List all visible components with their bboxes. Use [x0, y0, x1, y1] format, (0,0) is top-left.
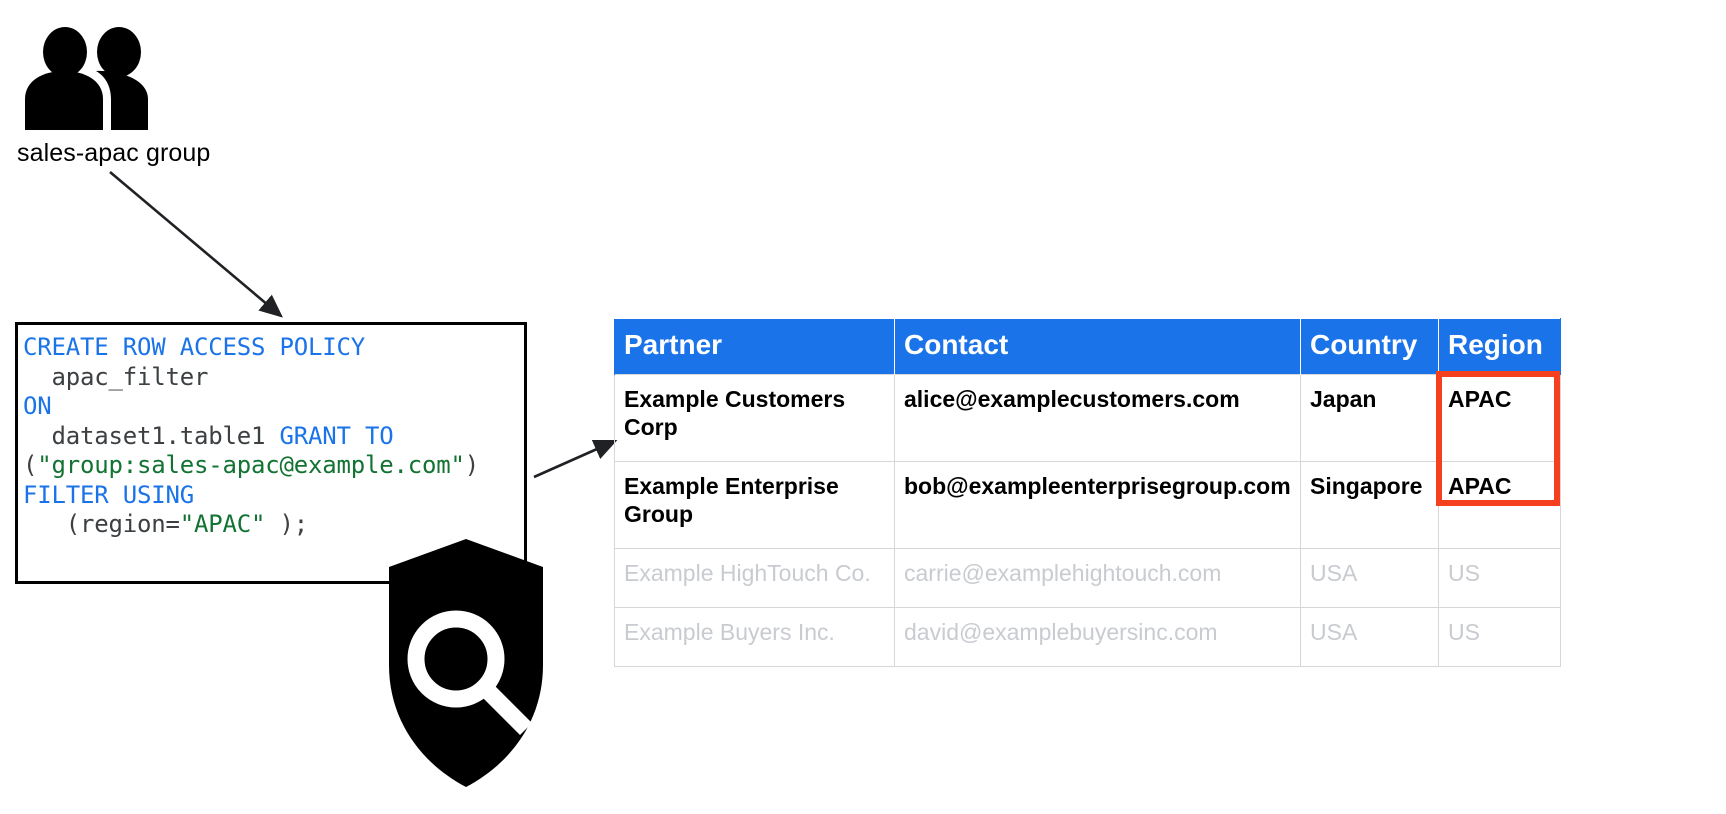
sql-predicate: (region= [23, 510, 180, 538]
code-to-table-arrow [533, 439, 618, 479]
sql-identifier: apac_filter [23, 362, 209, 391]
column-header-region[interactable]: Region [1438, 318, 1561, 375]
cell-contact: bob@exampleenterprisegroup.com [894, 461, 1301, 549]
cell-partner: Example Customers Corp [614, 374, 895, 462]
cell-partner: Example Buyers Inc. [614, 607, 895, 667]
sql-keyword: CREATE ROW ACCESS POLICY [23, 333, 365, 361]
sql-code-text: CREATE ROW ACCESS POLICY apac_filter ON … [23, 333, 479, 540]
column-header-partner[interactable]: Partner [614, 318, 895, 375]
cell-partner: Example Enterprise Group [614, 461, 895, 549]
column-header-country[interactable]: Country [1300, 318, 1439, 375]
partner-table: Partner Contact Country Region Example C… [614, 318, 1561, 667]
cell-country: Singapore [1300, 461, 1439, 549]
shield-magnifier-icon [386, 537, 546, 795]
table-row: Example Enterprise Group bob@exampleente… [614, 461, 1561, 549]
group-to-code-arrow [109, 171, 283, 318]
column-header-contact[interactable]: Contact [894, 318, 1301, 375]
sql-punct: ) [464, 451, 479, 479]
cell-country: USA [1300, 607, 1439, 667]
sql-keyword-grant-to: GRANT TO [279, 421, 394, 450]
group-label: sales-apac group [17, 139, 211, 167]
cell-region: US [1438, 607, 1561, 667]
cell-partner: Example HighTouch Co. [614, 548, 895, 608]
sql-keyword-on: ON [23, 392, 52, 420]
sql-string-apac: "APAC" [179, 510, 266, 538]
cell-contact: carrie@examplehightouch.com [894, 548, 1301, 608]
sql-keyword-filter-using: FILTER USING [23, 480, 194, 509]
cell-region: APAC [1438, 374, 1561, 462]
people-group-icon [20, 26, 180, 132]
table-header-row: Partner Contact Country Region [614, 318, 1561, 375]
cell-contact: alice@examplecustomers.com [894, 374, 1301, 462]
sql-punct: ( [23, 451, 38, 479]
sql-punct: ); [265, 510, 308, 538]
cell-contact: david@examplebuyersinc.com [894, 607, 1301, 667]
row-access-policy-code-box: CREATE ROW ACCESS POLICY apac_filter ON … [15, 322, 527, 584]
cell-region: US [1438, 548, 1561, 608]
sql-string-group: "group:sales-apac@example.com" [37, 451, 465, 479]
sql-table-ref: dataset1.table1 [23, 421, 280, 450]
table-row: Example HighTouch Co. carrie@examplehigh… [614, 548, 1561, 608]
cell-country: USA [1300, 548, 1439, 608]
table-row: Example Customers Corp alice@examplecust… [614, 374, 1561, 462]
table-row: Example Buyers Inc. david@examplebuyersi… [614, 607, 1561, 667]
cell-region: APAC [1438, 461, 1561, 549]
cell-country: Japan [1300, 374, 1439, 462]
